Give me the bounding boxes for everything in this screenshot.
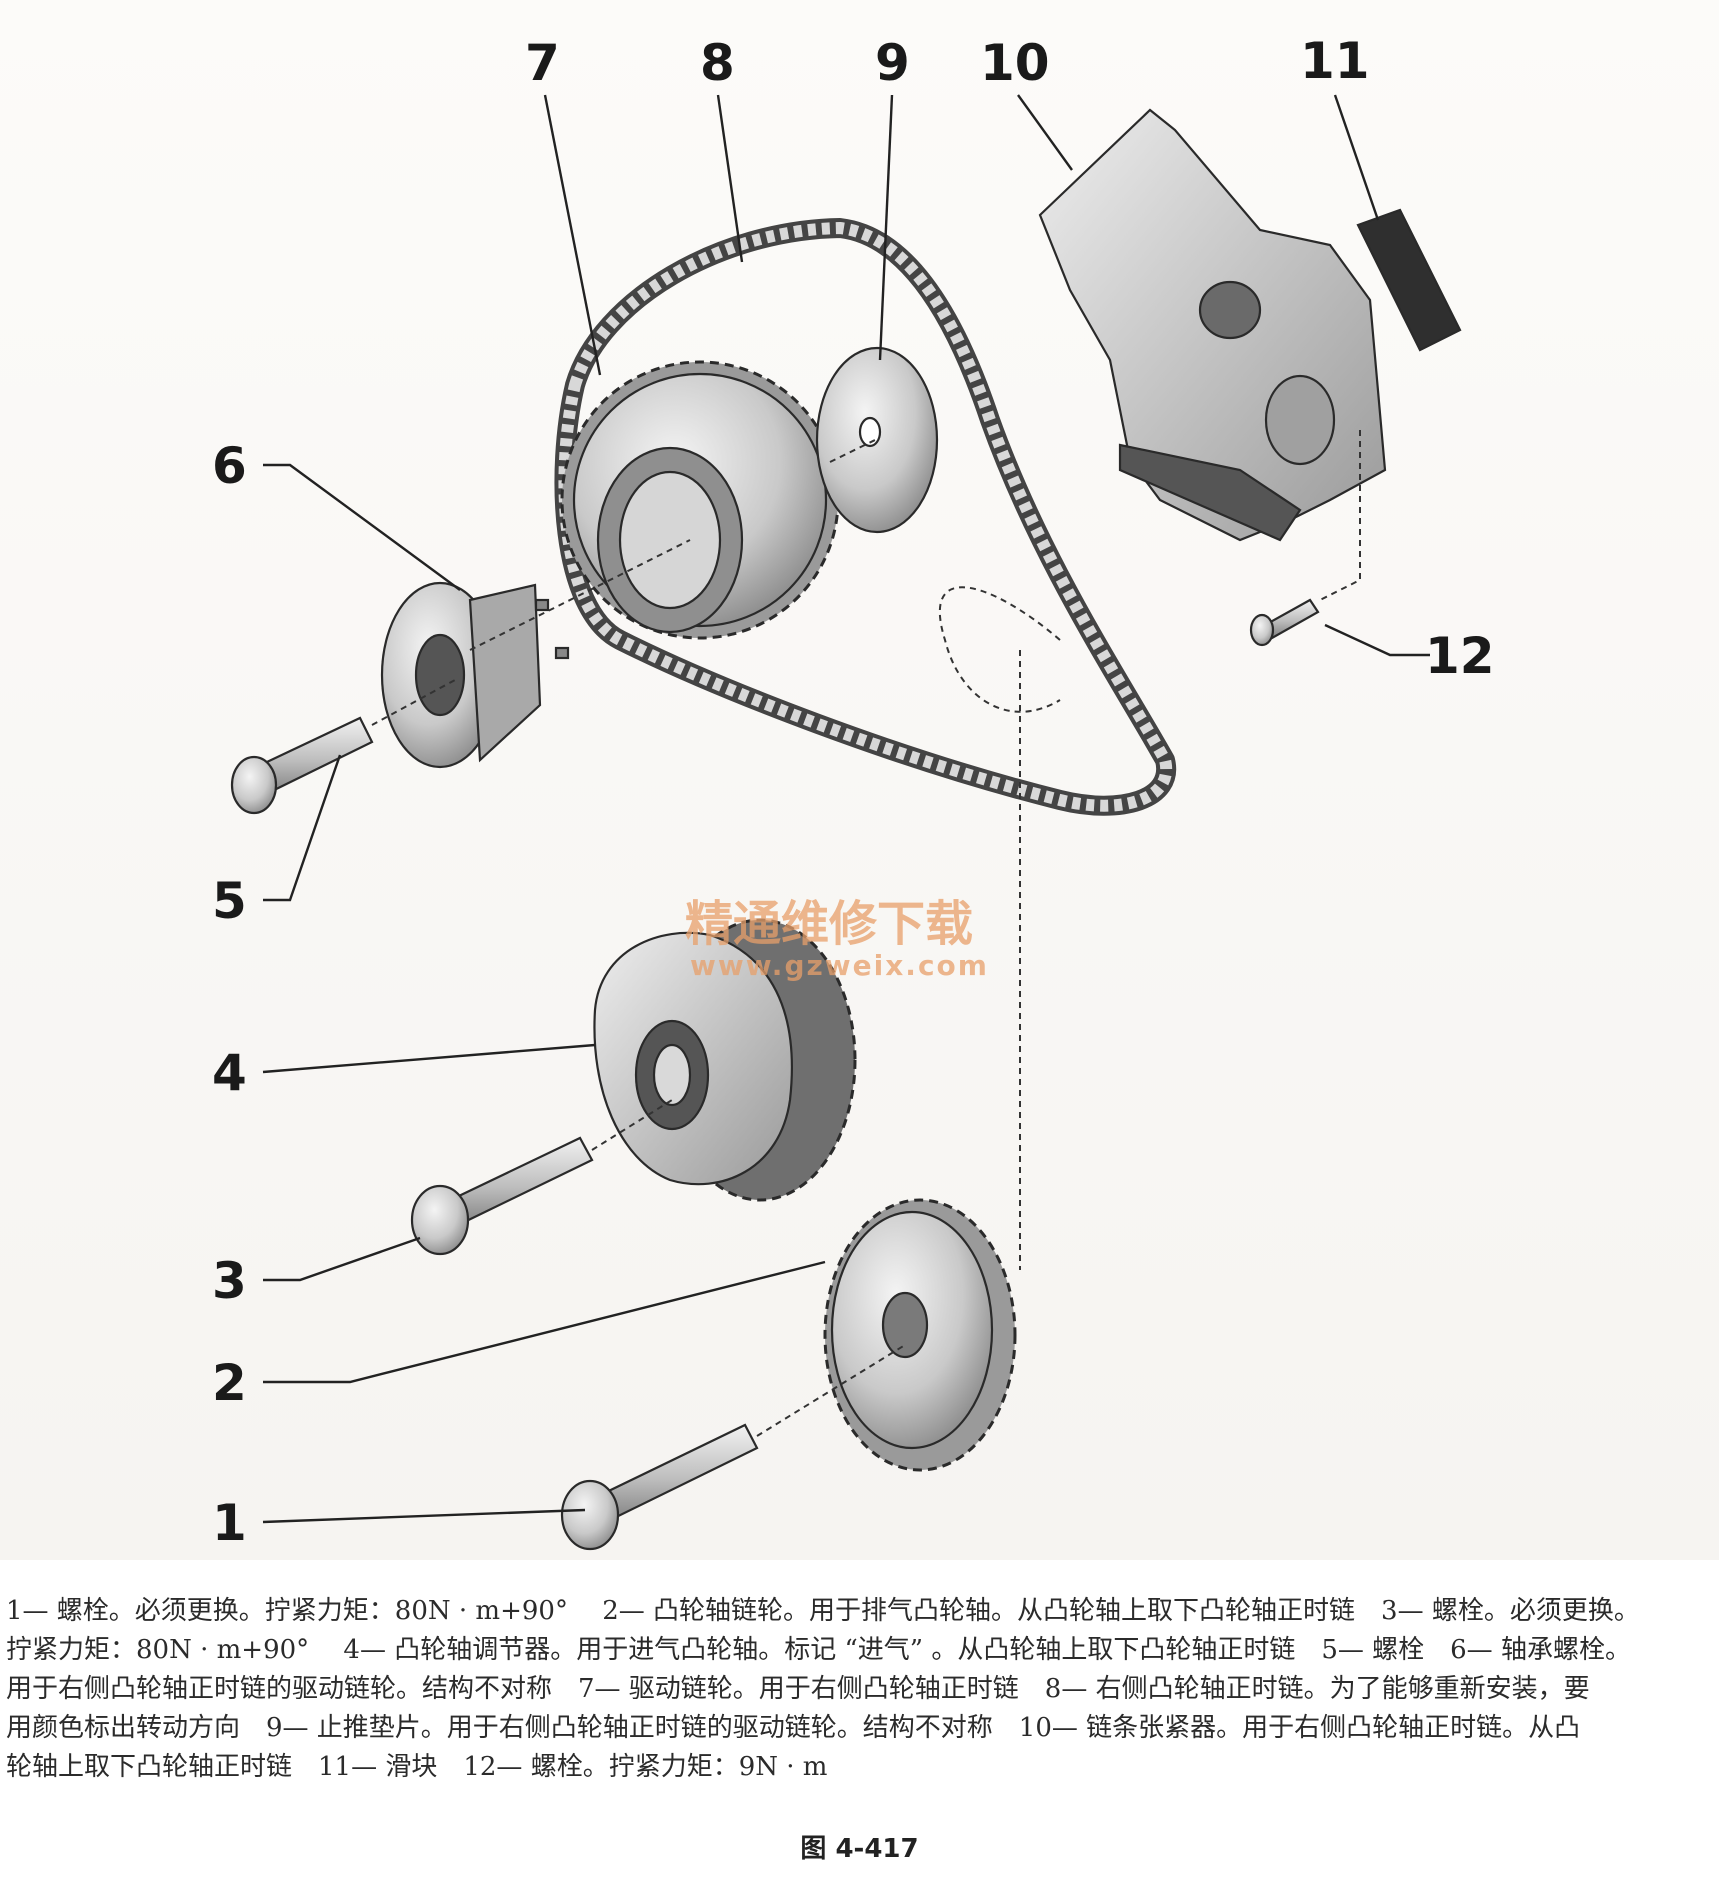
bolt-5 [230,716,374,815]
bolt-3 [410,1136,594,1256]
caption-line: 拧紧力矩：80N · m+90° 4— 凸轮轴调节器。用于进气凸轮轴。标记 “进… [6,1635,1631,1665]
callout-4: 4 [212,1044,247,1102]
chain-tensioner [1038,108,1387,542]
figure-caption: 1— 螺栓。必须更换。拧紧力矩：80N · m+90° 2— 凸轮轴链轮。用于排… [6,1592,1706,1787]
callout-9: 9 [875,34,910,92]
exploded-diagram: 1 2 3 4 5 6 7 8 9 10 11 12 精通维修下载 www.gz… [212,32,1495,1552]
callout-3: 3 [212,1252,247,1310]
drive-sprocket [560,360,840,640]
caption-line: 用于右侧凸轮轴正时链的驱动链轮。结构不对称 7— 驱动链轮。用于右侧凸轮轴正时链… [6,1674,1590,1704]
camshaft-adjuster [593,918,857,1202]
bolt-1 [560,1423,759,1551]
camshaft-sprocket [823,1198,1017,1472]
watermark: 精通维修下载 www.gzweix.com [685,896,989,982]
slider [1356,208,1462,352]
diagram-stage: 1 2 3 4 5 6 7 8 9 10 11 12 精通维修下载 www.gz… [0,0,1719,1560]
callout-1: 1 [212,1494,247,1552]
callout-2: 2 [212,1354,247,1412]
caption-line: 1— 螺栓。必须更换。拧紧力矩：80N · m+90° 2— 凸轮轴链轮。用于排… [6,1596,1640,1626]
callout-11: 11 [1300,32,1370,90]
callout-numbers: 1 2 3 4 5 6 7 8 9 10 11 12 [212,32,1495,1552]
figure-label: 图 4-417 [800,1834,919,1864]
leader-lines [262,94,1430,1524]
bearing-bolt [380,581,570,769]
timing-chain [554,218,1177,816]
assembly-lines [371,430,1361,1437]
watermark-text: 精通维修下载 [685,896,973,952]
callout-10: 10 [980,34,1050,92]
callout-5: 5 [212,872,247,930]
thrust-washer [815,346,939,534]
watermark-url: www.gzweix.com [690,949,989,982]
callout-8: 8 [700,34,735,92]
caption-line: 用颜色标出转动方向 9— 止推垫片。用于右侧凸轮轴正时链的驱动链轮。结构不对称 … [6,1713,1581,1743]
caption-line: 轮轴上取下凸轮轴正时链 11— 滑块 12— 螺栓。拧紧力矩：9N · m [6,1752,828,1782]
callout-7: 7 [525,34,560,92]
callout-6: 6 [212,437,247,495]
callout-12: 12 [1425,627,1495,685]
bolt-12 [1249,598,1320,647]
